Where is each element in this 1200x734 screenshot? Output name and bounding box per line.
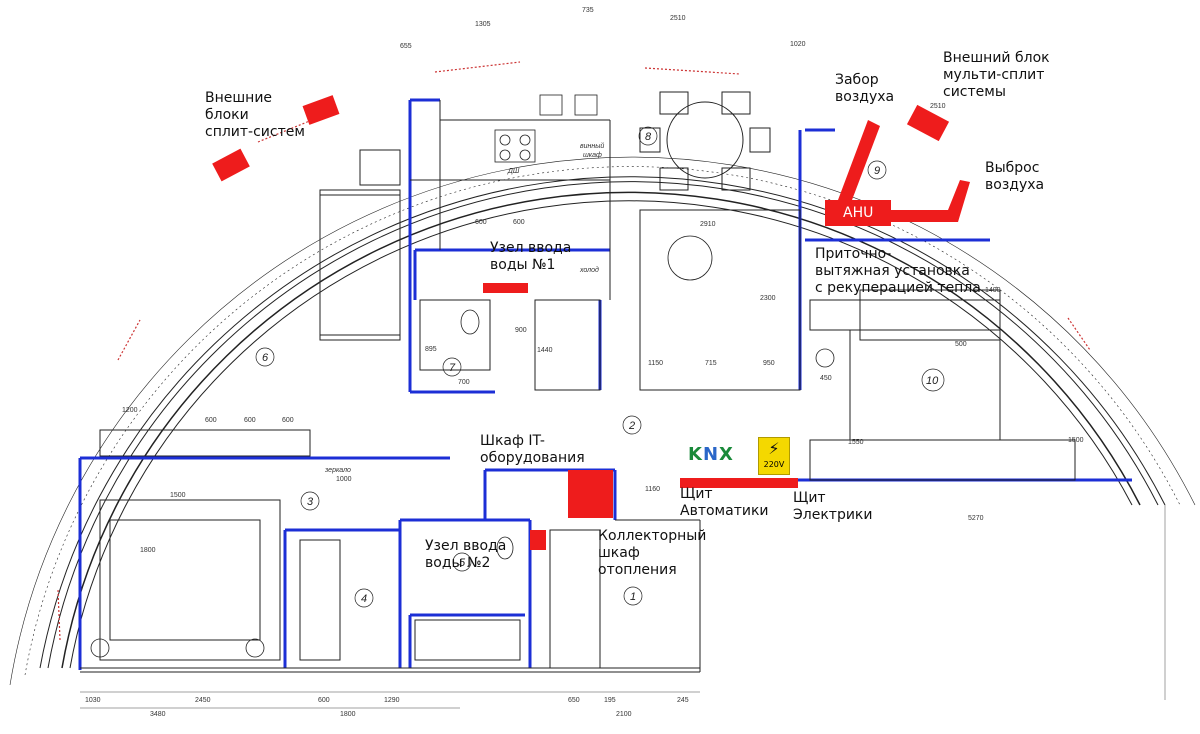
svg-text:1800: 1800 bbox=[340, 711, 356, 718]
svg-text:600: 600 bbox=[282, 417, 294, 424]
svg-text:8: 8 bbox=[645, 131, 652, 143]
plan-labels: холод зеркало винный шкаф ДШ bbox=[324, 142, 604, 474]
room-numbers: 1 2 3 4 5 6 7 8 9 10 bbox=[255, 126, 945, 608]
knx-logo: KNX bbox=[688, 444, 734, 465]
svg-text:1200: 1200 bbox=[122, 407, 138, 414]
electric-panel-label: Щит Электрики bbox=[793, 490, 873, 523]
svg-text:655: 655 bbox=[400, 43, 412, 50]
svg-text:2450: 2450 bbox=[195, 697, 211, 704]
inner-walls bbox=[78, 98, 1132, 670]
it-cabinet-label: Шкаф IT- оборудования bbox=[480, 433, 585, 466]
air-intake-label: Забор воздуха bbox=[835, 72, 895, 105]
svg-text:600: 600 bbox=[244, 417, 256, 424]
outer-walls bbox=[9, 156, 1196, 686]
dimension-texts: 735 1305 2510 655 1020 2510 1030 2450 34… bbox=[85, 7, 1084, 718]
svg-text:1500: 1500 bbox=[170, 492, 186, 499]
svg-text:шкаф: шкаф bbox=[583, 152, 602, 159]
svg-text:4: 4 bbox=[361, 593, 367, 605]
svg-text:2510: 2510 bbox=[930, 103, 946, 110]
toilets bbox=[90, 309, 835, 658]
svg-text:600: 600 bbox=[205, 417, 217, 424]
svg-text:винный: винный bbox=[580, 142, 604, 150]
svg-text:2300: 2300 bbox=[760, 295, 776, 302]
svg-text:1800: 1800 bbox=[140, 547, 156, 554]
svg-text:1400: 1400 bbox=[985, 287, 1001, 294]
dimension-lines bbox=[80, 505, 1166, 709]
air-exhaust-label: Выброс воздуха bbox=[985, 160, 1045, 193]
high-voltage-sign: ⚡ 220V bbox=[758, 437, 790, 475]
svg-text:1305: 1305 bbox=[475, 21, 491, 28]
svg-text:500: 500 bbox=[955, 341, 967, 348]
svg-text:ДШ: ДШ bbox=[507, 168, 520, 175]
svg-text:3480: 3480 bbox=[150, 711, 166, 718]
svg-text:холод: холод bbox=[579, 266, 599, 274]
svg-text:7: 7 bbox=[449, 362, 456, 374]
svg-text:1: 1 bbox=[630, 591, 636, 603]
svg-text:950: 950 bbox=[763, 360, 775, 367]
svg-text:700: 700 bbox=[458, 379, 470, 386]
svg-text:1290: 1290 bbox=[384, 697, 400, 704]
window-hatch-marks bbox=[57, 61, 1091, 641]
svg-text:245: 245 bbox=[677, 697, 689, 704]
svg-text:1440: 1440 bbox=[537, 347, 553, 354]
svg-text:2100: 2100 bbox=[616, 711, 632, 718]
svg-text:450: 450 bbox=[820, 375, 832, 382]
water-inlet-2-label: Узел ввода воды №2 bbox=[425, 538, 507, 571]
svg-text:1150: 1150 bbox=[648, 360, 663, 367]
automation-panel-label: Щит Автоматики bbox=[680, 486, 769, 519]
svg-text:2510: 2510 bbox=[670, 15, 686, 22]
svg-text:2: 2 bbox=[628, 420, 635, 432]
svg-text:5270: 5270 bbox=[968, 515, 984, 522]
svg-text:1000: 1000 bbox=[336, 476, 352, 483]
svg-text:900: 900 bbox=[515, 327, 527, 334]
svg-text:1500: 1500 bbox=[1068, 437, 1084, 444]
outdoor-split-units-label: Внешние блоки сплит-систем bbox=[205, 90, 305, 140]
kitchen-fixtures bbox=[494, 94, 713, 281]
svg-text:9: 9 bbox=[874, 165, 880, 177]
svg-text:6: 6 bbox=[262, 352, 269, 364]
heating-manifold-label: Коллекторный шкаф отопления bbox=[598, 528, 707, 578]
svg-text:735: 735 bbox=[582, 7, 594, 14]
svg-text:600: 600 bbox=[475, 219, 487, 226]
svg-text:600: 600 bbox=[513, 219, 525, 226]
svg-text:1160: 1160 bbox=[645, 486, 660, 493]
svg-text:1030: 1030 bbox=[85, 697, 101, 704]
ahu-duct bbox=[838, 120, 970, 222]
beds bbox=[109, 194, 1001, 641]
outdoor-multisplit-label: Внешний блок мульти-сплит системы bbox=[943, 50, 1050, 100]
ahu-label: AHU bbox=[843, 205, 874, 221]
lightning-bolt-icon: ⚡ bbox=[768, 439, 780, 458]
water-inlet-1-label: Узел ввода воды №1 bbox=[490, 240, 572, 273]
svg-text:1550: 1550 bbox=[848, 439, 864, 446]
svg-text:зеркало: зеркало bbox=[324, 467, 351, 474]
svg-text:600: 600 bbox=[318, 697, 330, 704]
structural-lines bbox=[80, 100, 1076, 673]
dining-table bbox=[639, 91, 771, 191]
ventilation-unit-label: Приточно- вытяжная установка с рекуперац… bbox=[815, 246, 981, 296]
svg-text:10: 10 bbox=[926, 375, 939, 387]
svg-text:1020: 1020 bbox=[790, 41, 806, 48]
equipment-blocks bbox=[212, 95, 950, 550]
svg-text:3: 3 bbox=[307, 496, 314, 508]
svg-text:195: 195 bbox=[604, 697, 616, 704]
svg-text:650: 650 bbox=[568, 697, 580, 704]
svg-text:715: 715 bbox=[705, 360, 717, 367]
svg-text:5: 5 bbox=[459, 557, 466, 569]
svg-text:895: 895 bbox=[425, 346, 437, 353]
svg-text:2910: 2910 bbox=[700, 221, 716, 228]
